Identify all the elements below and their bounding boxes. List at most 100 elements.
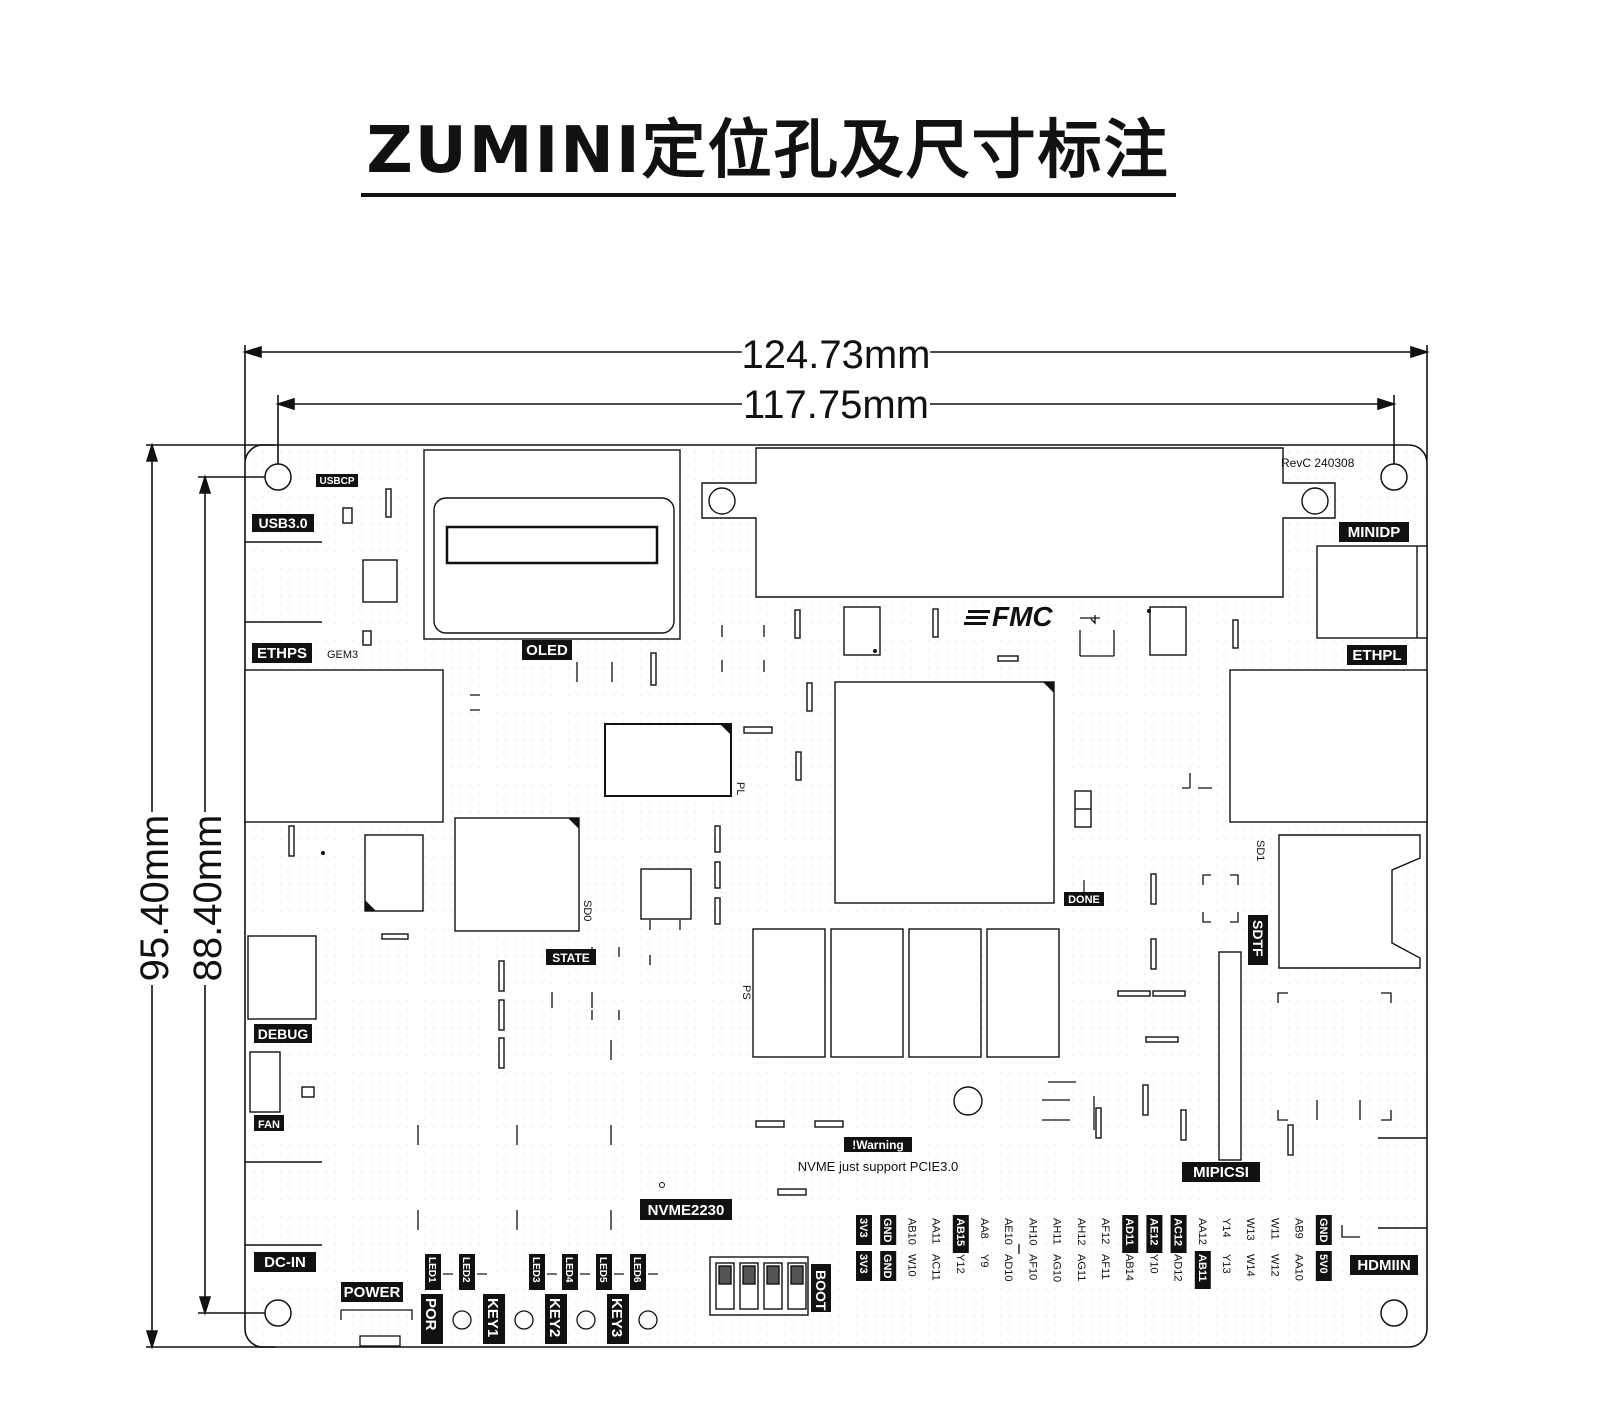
pin-bottom-14: AD12 xyxy=(1172,1254,1184,1282)
svg-text:AB11: AB11 xyxy=(1196,1254,1208,1282)
svg-text:AG11: AG11 xyxy=(1075,1254,1087,1281)
svg-text:AE12: AE12 xyxy=(1147,1218,1159,1246)
pin-top-4: AA11 xyxy=(930,1218,942,1244)
pin-bottom-15: AB11 xyxy=(1194,1251,1211,1289)
led-label-5: LED5 xyxy=(596,1254,624,1290)
ps-ddr-1 xyxy=(752,928,826,1058)
svg-text:LED3: LED3 xyxy=(530,1257,541,1283)
key-por-button-icon xyxy=(452,1310,472,1330)
dimension-outer-width xyxy=(242,345,1430,460)
fmc-logo: FMC xyxy=(992,601,1053,632)
svg-text:AA12: AA12 xyxy=(1196,1218,1208,1245)
pin-bottom-12: AB14 xyxy=(1123,1254,1135,1281)
label-fan: FAN xyxy=(258,1119,280,1131)
pin-top-1: 3V3 xyxy=(856,1215,872,1245)
svg-text:5V0: 5V0 xyxy=(1317,1254,1329,1274)
svg-text:AC11: AC11 xyxy=(930,1254,942,1281)
svg-text:AB14: AB14 xyxy=(1123,1254,1135,1281)
svg-text:POR: POR xyxy=(422,1298,439,1331)
label-oled: OLED xyxy=(526,642,568,659)
pin-bottom-16: Y13 xyxy=(1220,1254,1232,1274)
pin-bottom-5: Y12 xyxy=(954,1254,966,1274)
pin-top-11: AF12 xyxy=(1099,1218,1111,1244)
led-label-6: LED6 xyxy=(630,1254,658,1290)
label-usbcp: USBCP xyxy=(319,476,354,487)
ps-ddr-2 xyxy=(830,928,904,1058)
pin-top-7: AE10 xyxy=(1002,1218,1014,1245)
pin-bottom-2: GND xyxy=(880,1251,897,1281)
svg-text:LED5: LED5 xyxy=(597,1257,608,1283)
ps-ddr-4 xyxy=(986,928,1060,1058)
key-key1-button-icon xyxy=(514,1310,534,1330)
svg-text:3V3: 3V3 xyxy=(857,1254,869,1274)
svg-text:Y14: Y14 xyxy=(1220,1218,1232,1238)
minidp-connector xyxy=(1316,545,1428,639)
pin-top-12: AD11 xyxy=(1122,1215,1139,1253)
pin-top-8: AH10 xyxy=(1026,1218,1038,1246)
led-label-2: LED2 xyxy=(459,1254,487,1290)
svg-text:W13: W13 xyxy=(1244,1218,1256,1241)
label-gem3: GEM3 xyxy=(327,649,358,661)
svg-text:Y9: Y9 xyxy=(978,1254,990,1267)
svg-text:KEY1: KEY1 xyxy=(484,1298,501,1337)
svg-text:LED2: LED2 xyxy=(460,1257,471,1283)
pin-top-13: AE12 xyxy=(1146,1215,1163,1253)
pin-top-17: W13 xyxy=(1244,1218,1256,1241)
pin-bottom-17: W14 xyxy=(1244,1254,1256,1277)
pin-bottom-1: 3V3 xyxy=(856,1251,872,1281)
svg-text:W11: W11 xyxy=(1268,1218,1280,1240)
svg-text:AD10: AD10 xyxy=(1002,1254,1014,1282)
mounting-hole-bottom-left xyxy=(264,1299,292,1327)
svg-text:AA10: AA10 xyxy=(1293,1254,1305,1281)
pin-bottom-13: Y10 xyxy=(1147,1254,1159,1274)
svg-text:KEY2: KEY2 xyxy=(546,1298,563,1337)
bracket-marks xyxy=(417,615,1392,1254)
svg-text:W10: W10 xyxy=(905,1254,917,1277)
pin-bottom-8: AF10 xyxy=(1026,1254,1038,1280)
dimension-hole-height xyxy=(198,474,275,1316)
key-key1: KEY1 xyxy=(483,1294,534,1344)
pin-bottom-20: 5V0 xyxy=(1315,1251,1332,1281)
svg-text:Y10: Y10 xyxy=(1147,1254,1159,1274)
black-labels: USBCP USB3.0 ETHPS GEM3 OLED MINIDP ETHP… xyxy=(252,474,1418,1347)
label-sdtf: SDTF xyxy=(1250,920,1266,957)
svg-text:AF10: AF10 xyxy=(1026,1254,1038,1280)
pin-bottom-9: AG10 xyxy=(1051,1254,1063,1282)
svg-text:W12: W12 xyxy=(1268,1254,1280,1277)
ethpl-jack xyxy=(1229,669,1428,823)
svg-text:GND: GND xyxy=(881,1254,893,1279)
fmc-logo-stripes xyxy=(964,610,990,625)
svg-text:AF12: AF12 xyxy=(1099,1218,1111,1244)
label-state: STATE xyxy=(552,951,590,965)
sd1-slot xyxy=(1278,834,1421,969)
label-ethps: ETHPS xyxy=(257,645,307,662)
label-usb3: USB3.0 xyxy=(258,515,307,531)
dimension-outer-height xyxy=(145,442,275,1350)
svg-text:LED4: LED4 xyxy=(563,1257,574,1283)
label-boot: BOOT xyxy=(813,1270,829,1311)
pin-bottom-3: W10 xyxy=(905,1254,917,1277)
pin-top-5: AB15 xyxy=(952,1215,969,1253)
pin-top-18: W11 xyxy=(1268,1218,1280,1240)
pin-top-15: AA12 xyxy=(1196,1218,1208,1245)
svg-text:Y12: Y12 xyxy=(954,1254,966,1274)
pin-bottom-4: AC11 xyxy=(930,1254,942,1281)
dimension-hole-width-label: 117.75mm xyxy=(743,383,929,427)
pin-top-16: Y14 xyxy=(1220,1218,1232,1238)
svg-text:GND: GND xyxy=(881,1218,893,1243)
label-minidp: MINIDP xyxy=(1348,524,1401,541)
mipi-connector xyxy=(1218,951,1242,1161)
warning-title: !Warning xyxy=(852,1138,904,1152)
pin-top-3: AB10 xyxy=(905,1218,917,1245)
label-sd0: SD0 xyxy=(581,900,593,921)
pin-bottom-6: Y9 xyxy=(978,1254,990,1267)
dimension-outer-width-label: 124.73mm xyxy=(742,333,931,377)
key-key2: KEY2 xyxy=(545,1294,596,1344)
svg-text:AD12: AD12 xyxy=(1172,1254,1184,1282)
label-sd1: SD1 xyxy=(1254,840,1266,861)
svg-text:LED6: LED6 xyxy=(631,1257,642,1283)
label-debug: DEBUG xyxy=(258,1026,309,1042)
